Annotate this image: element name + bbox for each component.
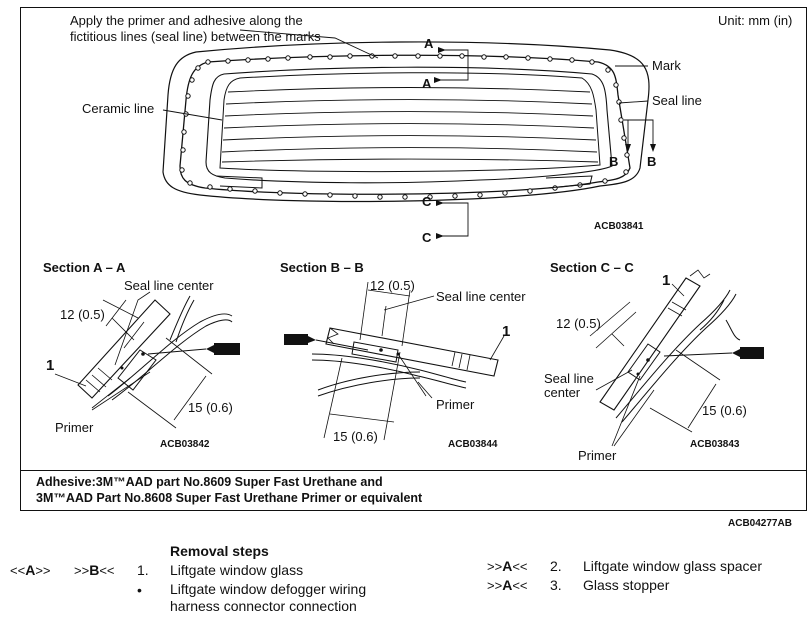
mark-label: Mark: [652, 58, 681, 73]
section-c-illustration: [589, 269, 764, 447]
section-b-dim-15: 15 (0.6): [333, 429, 378, 444]
step-1-install-ref[interactable]: >>B<<: [74, 562, 115, 578]
removal-steps: Removal steps <<A>> >>B<< 1. Liftgate wi…: [0, 540, 812, 620]
defogger-lines: [221, 87, 599, 163]
section-b-number: 1: [502, 323, 510, 340]
section-b-dim-12: 12 (0.5): [370, 278, 415, 293]
step-1-removal-ref[interactable]: <<A>>: [10, 562, 51, 578]
cut-a-top: A: [424, 36, 434, 51]
section-b-code: ACB03844: [448, 439, 498, 450]
section-a-dim-12: 12 (0.5): [60, 307, 105, 322]
section-a-dim-15: 15 (0.6): [188, 400, 233, 415]
removal-steps-heading: Removal steps: [170, 543, 269, 559]
step-3-text: Glass stopper: [583, 577, 670, 593]
step-2-install-ref[interactable]: >>A<<: [487, 558, 528, 574]
section-c-code: ACB03843: [690, 439, 740, 450]
figure-frame: [20, 7, 807, 511]
seal-line: [179, 54, 631, 195]
instruction-line-1: Apply the primer and adhesive along the: [70, 13, 303, 28]
cut-a-bottom: A: [422, 76, 432, 91]
top-figure-code: ACB03841: [594, 221, 644, 232]
section-c-number: 1: [662, 272, 670, 289]
seal-marks: [179, 53, 630, 200]
step-2-number: 2.: [550, 558, 562, 574]
liftgate-window-diagram: Apply the primer and adhesive along the …: [20, 7, 807, 529]
glass-outline: [162, 41, 650, 203]
cut-c-top: C: [422, 194, 432, 209]
section-a-primer: Primer: [55, 420, 94, 435]
step-3-number: 3.: [550, 577, 562, 593]
section-a-title: Section A – A: [43, 260, 126, 275]
ceramic-line: [205, 66, 613, 184]
section-b-title: Section B – B: [280, 260, 364, 275]
glass-bracket-right: [545, 175, 593, 189]
unit-label: Unit: mm (in): [718, 13, 792, 28]
section-c-dim-15: 15 (0.6): [702, 403, 747, 418]
top-leaders: [162, 29, 654, 237]
adhesive-line-1: Adhesive:3M™AAD part No.8609 Super Fast …: [36, 475, 383, 489]
section-c-dim-12: 12 (0.5): [556, 316, 601, 331]
cut-c-bottom: C: [422, 230, 432, 245]
section-a-number: 1: [46, 357, 54, 374]
section-c-title: Section C – C: [550, 260, 634, 275]
defogger-frame: [219, 72, 601, 173]
step-3-install-ref[interactable]: >>A<<: [487, 577, 528, 593]
section-c-primer: Primer: [578, 448, 617, 463]
section-c-seal-line: Seal line: [544, 371, 594, 386]
step-bullet: •: [137, 582, 142, 598]
section-b-illustration: [284, 281, 505, 441]
cut-b-right: B: [647, 154, 656, 169]
step-1-number: 1.: [137, 562, 149, 578]
seal-line-label: Seal line: [652, 93, 702, 108]
ceramic-line-label: Ceramic line: [82, 101, 154, 116]
section-a-code: ACB03842: [160, 439, 210, 450]
section-b-seal-center: Seal line center: [436, 289, 526, 304]
step-2-text: Liftgate window glass spacer: [583, 558, 762, 574]
section-a-illustration: [54, 291, 240, 429]
cut-b-left: B: [609, 154, 618, 169]
section-a-seal-center: Seal line center: [124, 278, 214, 293]
adhesive-line-2: 3M™AAD Part No.8608 Super Fast Urethane …: [36, 491, 423, 505]
top-arrowheads: [434, 47, 656, 239]
step-1-text: Liftgate window glass: [170, 562, 304, 578]
step-bullet-text-1: Liftgate window defogger wiring: [170, 581, 367, 597]
section-c-seal-center: center: [544, 385, 581, 400]
window-glass-illustration: [162, 41, 650, 203]
section-b-primer: Primer: [436, 397, 475, 412]
glass-bracket-left: [215, 175, 263, 189]
step-bullet-text-2: harness connector connection: [170, 598, 357, 614]
figure-code: ACB04277AB: [728, 518, 792, 529]
instruction-line-2: fictitious lines (seal line) between the…: [70, 29, 321, 44]
